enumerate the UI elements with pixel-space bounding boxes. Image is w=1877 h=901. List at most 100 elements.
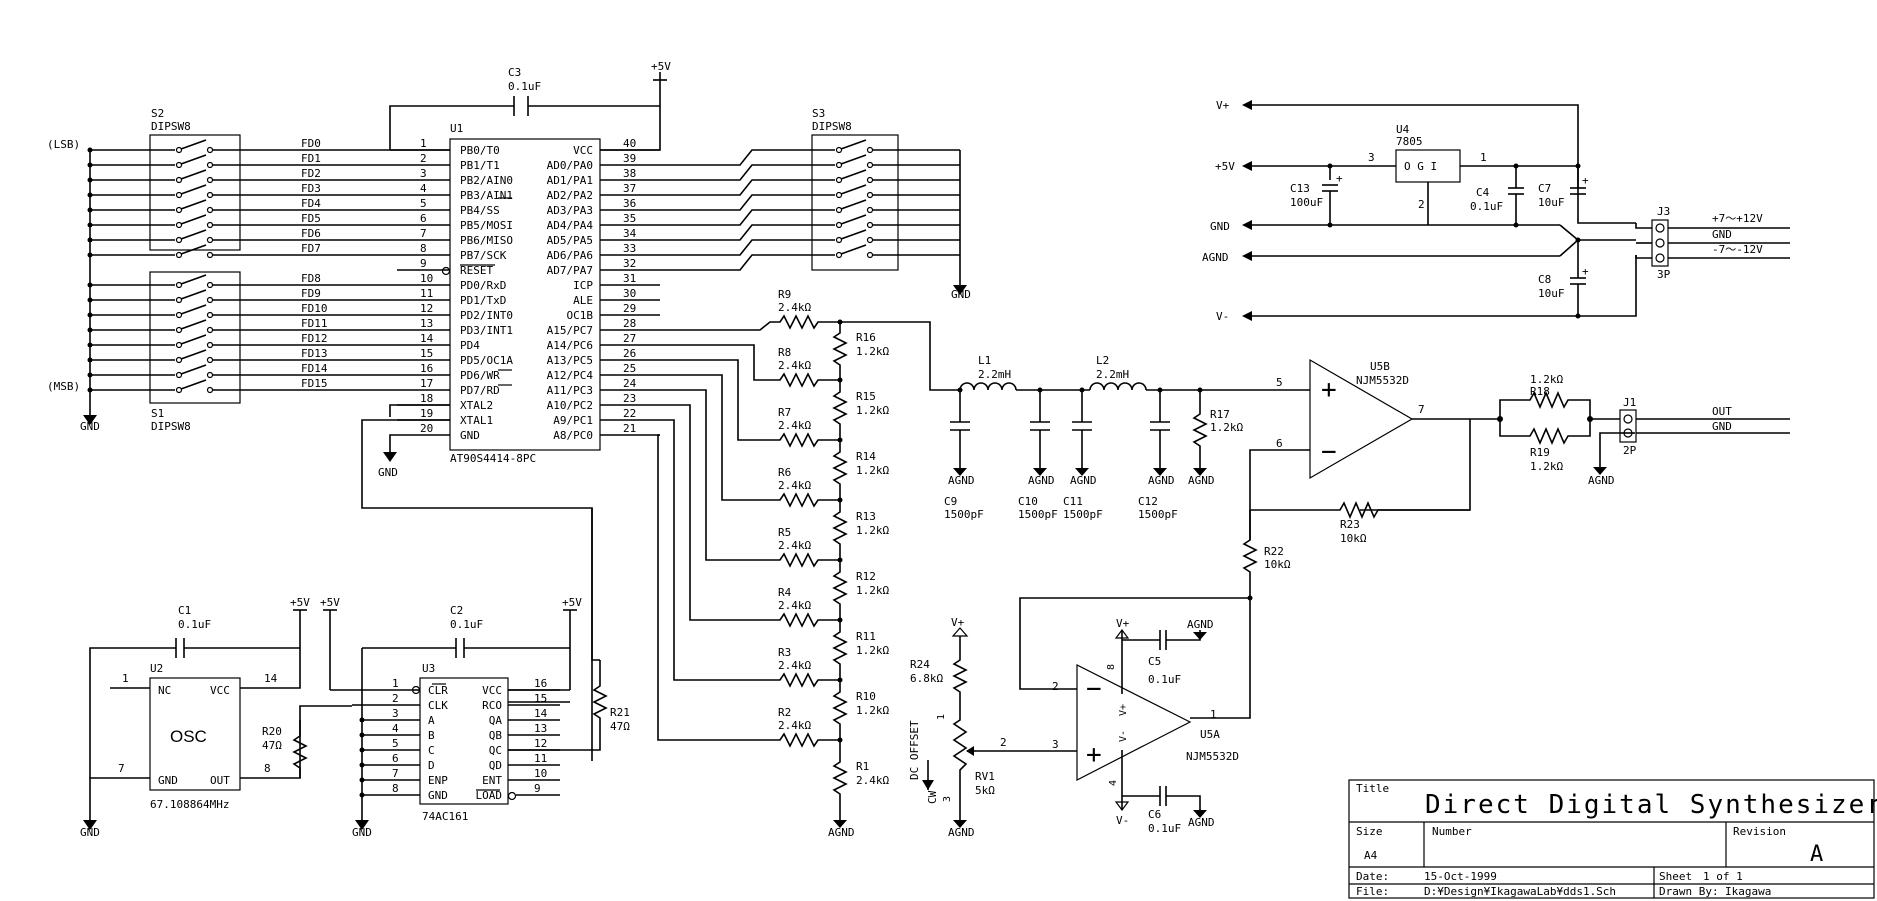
u1-pin-name: AD5/PA5 bbox=[547, 234, 593, 247]
switch-contact bbox=[175, 341, 183, 349]
u1-pin-number: 16 bbox=[420, 362, 433, 375]
ladder-h-value: 2.4kΩ bbox=[778, 659, 811, 672]
u3-pin-name: ENP bbox=[428, 774, 448, 787]
title-text: Direct Digital Synthesizer bbox=[1425, 790, 1877, 820]
u2-body: OSC bbox=[170, 727, 207, 746]
r20-ref: R20 bbox=[262, 725, 282, 738]
ladder-v-value: 1.2kΩ bbox=[856, 404, 889, 417]
s2-dipswitch: S2 DIPSW8 bbox=[149, 107, 241, 251]
r19-ref: R19 bbox=[1530, 446, 1550, 459]
ladder-h-ref: R5 bbox=[778, 526, 791, 539]
u5a-vplus-net: V+ bbox=[1116, 617, 1130, 630]
u3-pin-name: C bbox=[428, 744, 435, 757]
ladder-route bbox=[657, 434, 775, 741]
u1-pin-name: ALE bbox=[573, 294, 593, 307]
load-bubble bbox=[507, 791, 517, 801]
u1-pin-number: 5 bbox=[420, 197, 427, 210]
r22-value: 10kΩ bbox=[1264, 558, 1291, 571]
u1-pin-number: 37 bbox=[623, 182, 636, 195]
c5-ref: C5 bbox=[1148, 655, 1161, 668]
u1-pin-number: 22 bbox=[623, 407, 636, 420]
switch-lever bbox=[180, 229, 207, 240]
ladder-h-value: 2.4kΩ bbox=[778, 539, 811, 552]
fd-net-label: FD11 bbox=[301, 317, 328, 330]
ladder-route bbox=[660, 404, 775, 621]
rv1-pin1: 1 bbox=[936, 714, 947, 720]
u5b-ref: U5B bbox=[1370, 360, 1390, 373]
fd-net-label: FD8 bbox=[301, 272, 321, 285]
switch-lever bbox=[180, 244, 207, 255]
ladder-v-resistor bbox=[832, 620, 848, 680]
fd-net-label: FD14 bbox=[301, 362, 328, 375]
ladder-v-value: 1.2kΩ bbox=[856, 644, 889, 657]
c6-value: 0.1uF bbox=[1148, 822, 1181, 835]
agnd-filter: AGND bbox=[1070, 474, 1097, 487]
switch-contact bbox=[175, 326, 183, 334]
title-label: Title bbox=[1356, 782, 1389, 795]
switch-contact bbox=[206, 206, 214, 214]
switch-contact bbox=[835, 236, 843, 244]
j3-ref: J3 bbox=[1657, 205, 1670, 218]
switch-contact bbox=[835, 146, 843, 154]
u2-gnd: GND bbox=[158, 774, 178, 787]
plus5v-top: +5V bbox=[651, 60, 671, 81]
u1-pin-name: A15/PC7 bbox=[547, 324, 593, 337]
switch-lever bbox=[180, 349, 207, 360]
c12-value: 1500pF bbox=[1138, 508, 1178, 521]
u3-pin-number: 7 bbox=[392, 767, 399, 780]
c10-ref: C10 bbox=[1018, 495, 1038, 508]
s3-wire bbox=[660, 254, 835, 271]
switch-contact bbox=[835, 251, 843, 259]
ladder-route bbox=[660, 374, 775, 501]
u1-pin-name: ICP bbox=[573, 279, 593, 292]
ladder-v-value: 2.4kΩ bbox=[856, 774, 889, 787]
c1-value: 0.1uF bbox=[178, 618, 211, 631]
ladder-h-ref: R8 bbox=[778, 346, 791, 359]
u1-pin-number: 14 bbox=[420, 332, 434, 345]
u3-pin-number: 4 bbox=[392, 722, 399, 735]
l2-value: 2.2mH bbox=[1096, 368, 1129, 381]
ladder-route bbox=[660, 389, 775, 561]
u1-pin-name: A9/PC1 bbox=[553, 414, 593, 427]
u1-pin-number: 26 bbox=[623, 347, 636, 360]
drawn-by-value: Ikagawa bbox=[1725, 885, 1771, 898]
switch-contact bbox=[866, 161, 874, 169]
s1-ref: S1 bbox=[151, 407, 164, 420]
u5a-pin1: 1 bbox=[1210, 708, 1217, 721]
u1-pin-number: 34 bbox=[623, 227, 637, 240]
ladder-v-resistor bbox=[832, 740, 848, 820]
j1-out-label: OUT bbox=[1712, 405, 1732, 418]
sheet-value: 1 of 1 bbox=[1703, 870, 1743, 883]
u3-ref: U3 bbox=[422, 662, 435, 675]
u1-pin-name: VCC bbox=[573, 144, 593, 157]
u5b-pin7: 7 bbox=[1418, 403, 1425, 416]
title-block: Title Direct Digital Synthesizer Size A4… bbox=[1348, 779, 1877, 899]
u5a-plus: + bbox=[1086, 740, 1102, 770]
ladder-v-value: 1.2kΩ bbox=[856, 584, 889, 597]
c8-value: 10uF bbox=[1538, 287, 1565, 300]
u1-pin-name: PD4 bbox=[460, 339, 480, 352]
size-value: A4 bbox=[1364, 849, 1378, 862]
c11-ref: C11 bbox=[1063, 495, 1083, 508]
c8-ref: C8 bbox=[1538, 273, 1551, 286]
ladder-v-resistor bbox=[832, 380, 848, 440]
r22-ref: R22 bbox=[1264, 545, 1284, 558]
u2-ref: U2 bbox=[150, 662, 163, 675]
c5-value: 0.1uF bbox=[1148, 673, 1181, 686]
u1-pin-name: PD3/INT1 bbox=[460, 324, 513, 337]
c3-ref: C3 bbox=[508, 66, 521, 79]
switch-lever bbox=[180, 199, 207, 210]
ladder-v-value: 1.2kΩ bbox=[856, 464, 889, 477]
switch-lever bbox=[840, 229, 867, 240]
switch-contact bbox=[206, 191, 214, 199]
switch-lever bbox=[840, 199, 867, 210]
gnd-left: GND bbox=[80, 150, 100, 433]
ladder-route bbox=[660, 359, 775, 441]
r17-ref: R17 bbox=[1210, 408, 1230, 421]
agnd-filter: AGND bbox=[1028, 474, 1055, 487]
u1-pin-name: PB3/AIN1 bbox=[460, 189, 513, 202]
s2-part: DIPSW8 bbox=[151, 120, 191, 133]
fd-net-label: FD6 bbox=[301, 227, 321, 240]
u1-pin-name: AD7/PA7 bbox=[547, 264, 593, 277]
switch-lever bbox=[840, 139, 867, 150]
